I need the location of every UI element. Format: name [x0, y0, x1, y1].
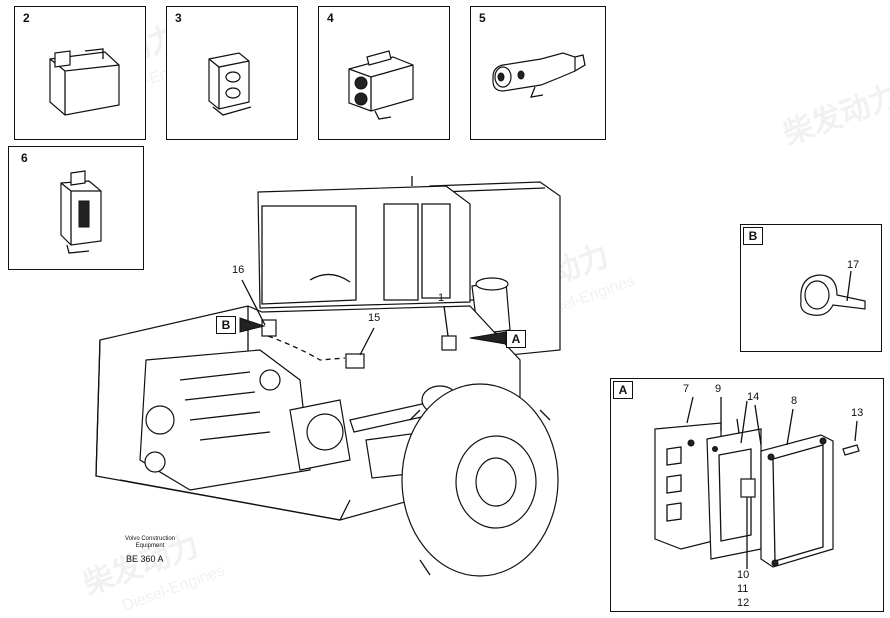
panel-tag: B: [743, 227, 763, 245]
detail-panel-2: 2: [14, 6, 146, 140]
callout-13: 13: [851, 407, 864, 419]
callout-14: 14: [747, 391, 760, 403]
callout-10: 10: [737, 569, 750, 581]
callout-9: 9: [715, 383, 722, 395]
callout-11: 11: [737, 583, 749, 595]
detail-panel-3: 3: [166, 6, 298, 140]
detail-panel-5: 5: [470, 6, 606, 140]
view-tag-a: A: [506, 330, 526, 348]
connector-3-drawing: [208, 52, 252, 116]
callout-8: 8: [791, 395, 798, 407]
detail-panel-6: 6: [8, 146, 144, 270]
callout-7: 7: [683, 383, 690, 395]
callout-15: 15: [368, 312, 381, 324]
panel-number: 5: [479, 11, 486, 25]
caption-line-1: Volvo Construction: [124, 536, 176, 542]
callout-17: 17: [847, 259, 860, 271]
panel-number: 2: [23, 11, 30, 25]
callout-12: 12: [737, 597, 750, 609]
panel-tag: A: [613, 381, 633, 399]
view-tag-b: B: [216, 316, 236, 334]
panel-number: 3: [175, 11, 182, 25]
panel-number: 6: [21, 151, 28, 165]
clamp-drawing: [800, 270, 866, 316]
detail-panel-a: A 7 9 14 8 13 10 11 12: [610, 378, 884, 612]
callout-1: 1: [438, 292, 445, 304]
connector-2-drawing: [49, 48, 120, 116]
manufacturer-caption: Volvo Construction Equipment: [110, 536, 190, 550]
connector-6-drawing: [60, 170, 102, 254]
connector-5-drawing: [492, 52, 586, 98]
detail-panel-b: B 17: [740, 224, 882, 352]
control-box-exploded-drawing: [654, 396, 860, 569]
callout-16: 16: [232, 264, 245, 276]
panel-number: 4: [327, 11, 334, 25]
connector-4-drawing: [348, 50, 414, 120]
detail-panel-4: 4: [318, 6, 450, 140]
document-code: BE 360 A: [126, 554, 164, 564]
caption-line-2: Equipment: [135, 543, 165, 549]
